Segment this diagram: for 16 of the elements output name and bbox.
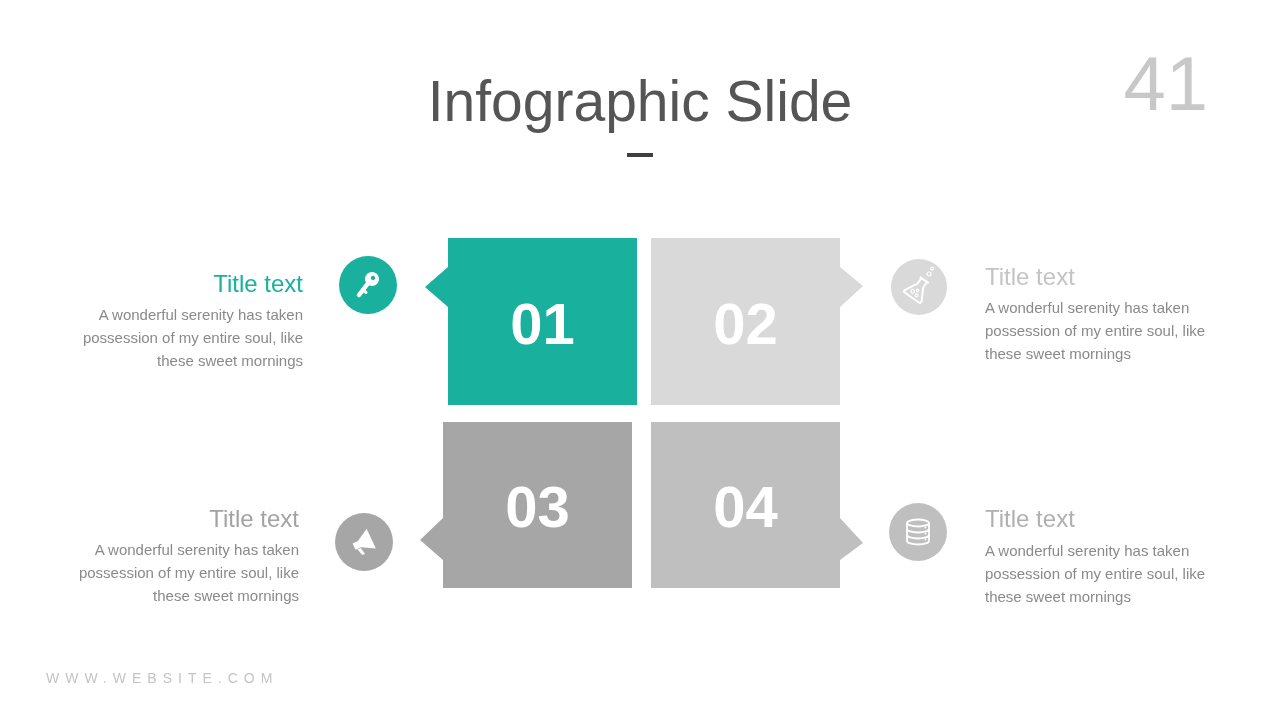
step-number: 03 — [505, 478, 570, 536]
item-description: A wonderful serenity has taken possession of my entire soul, like these sweet mornings — [985, 297, 1207, 364]
footer-url: WWW.WEBSITE.COM — [46, 671, 279, 685]
numbered-pointer-box — [651, 422, 863, 588]
item-title: Title text — [213, 270, 303, 298]
item-title: Title text — [985, 505, 1075, 533]
item-description: A wonderful serenity has taken possession of my entire soul, like these sweet mornings — [81, 304, 303, 371]
item-title: Title text — [985, 263, 1075, 291]
numbered-pointer-box — [425, 238, 637, 405]
item-description: A wonderful serenity has taken possession of my entire soul, like these sweet mornings — [77, 539, 299, 606]
item-description: A wonderful serenity has taken possession of my entire soul, like these sweet mornings — [985, 540, 1207, 607]
numbered-pointer-box — [651, 238, 863, 405]
numbered-pointer-box — [420, 422, 632, 588]
item-title: Title text — [209, 505, 299, 533]
step-number: 01 — [510, 294, 575, 353]
step-number: 04 — [713, 478, 778, 536]
